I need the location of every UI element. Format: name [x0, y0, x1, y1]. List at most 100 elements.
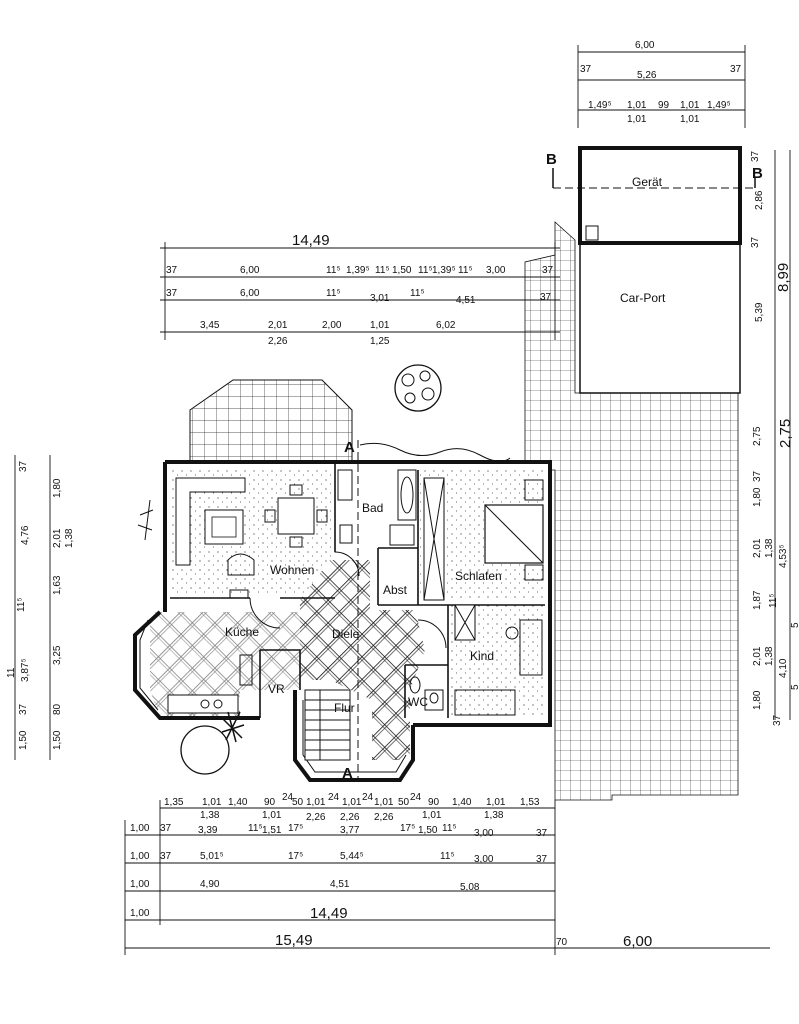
dim-b1m: 24 [410, 792, 422, 803]
dim-right-h7: 1,87 [752, 590, 763, 610]
room-label-kueche: Küche [225, 625, 259, 639]
dim-left-a12: 80 [52, 703, 63, 715]
dim-top-r2b: 6,00 [240, 288, 260, 299]
dim-garage-r1c: 37 [730, 64, 742, 75]
dim-b1b: 1,01 [202, 797, 222, 808]
dim-left-a5: 1,38 [64, 528, 75, 548]
dim-b1f: 50 [292, 797, 304, 808]
dim-b4e: 5,44⁵ [340, 851, 364, 862]
dim-b1i: 1,01 [342, 797, 362, 808]
garage-building [578, 146, 742, 394]
dim-right-g4: 5,39 [754, 302, 765, 322]
dim-b4b: 37 [160, 851, 172, 862]
dim-top-r2g: 37 [540, 292, 552, 303]
dim-b4a: 1,00 [130, 851, 150, 862]
dim-b5c: 4,51 [330, 879, 350, 890]
dim-b3a: 1,00 [130, 823, 150, 834]
dim-b4h: 37 [536, 854, 548, 865]
dim-b2e: 2,26 [374, 812, 394, 823]
dim-left-a3: 4,76 [20, 525, 31, 545]
dim-top-r3a: 3,45 [200, 320, 220, 331]
dim-left-a13: 1,50 [18, 730, 29, 750]
dim-left-a8: 11 [6, 667, 17, 678]
dim-top-r1f: 1,50 [392, 265, 412, 276]
dim-top-r2a: 37 [166, 288, 178, 299]
section-mark-a-top: A [344, 439, 355, 456]
dim-right-h14: 5 [790, 684, 799, 690]
dim-top-r2d: 3,01 [370, 293, 390, 304]
wc-fixtures [409, 676, 444, 711]
dim-b1e: 24 [282, 792, 294, 803]
dim-right-h3: 2,01 [752, 538, 763, 558]
dim-b5d: 5,08 [460, 882, 480, 893]
dim-garage-r1b: 5,26 [637, 70, 657, 81]
room-label-kind: Kind [470, 649, 494, 663]
dim-right-h5: 4,53⁵ [778, 544, 789, 568]
dim-b1k: 1,01 [374, 797, 394, 808]
dim-b3c: 3,39 [198, 825, 218, 836]
dim-b1j: 24 [362, 792, 374, 803]
dim-b1a: 1,35 [164, 797, 184, 808]
dim-right-h12: 37 [772, 714, 783, 726]
dim-b1p: 1,01 [486, 797, 506, 808]
dim-garage-r2c: 99 [658, 100, 670, 111]
dim-b1l: 50 [398, 797, 410, 808]
dim-top-r3e: 6,02 [436, 320, 456, 331]
dim-b7c: 6,00 [623, 933, 652, 950]
dim-top-r1b: 6,00 [240, 265, 260, 276]
dim-b3d: 11⁵ [248, 823, 263, 834]
dim-left-a7: 1,63 [52, 575, 63, 595]
dim-b5a: 1,00 [130, 879, 150, 890]
dim-b3j: 11⁵ [442, 823, 457, 834]
dim-top-r1a: 37 [166, 265, 178, 276]
section-line-b [552, 168, 756, 189]
dim-left-a9: 3,87⁵ [20, 658, 31, 682]
dim-left-a1: 37 [18, 460, 29, 472]
dim-right-h8: 2,01 [752, 646, 763, 666]
room-label-bad: Bad [362, 501, 383, 515]
dim-right-g2: 2,86 [754, 190, 765, 210]
hedge-line [137, 442, 511, 541]
dim-top-r3c: 2,00 [322, 320, 342, 331]
dim-left-a2: 1,80 [52, 478, 63, 498]
dim-top-r3f: 2,26 [268, 336, 288, 347]
dim-garage-r2f: 1,01 [627, 114, 647, 125]
room-label-wc: WC [408, 695, 428, 709]
dim-top-r1c: 11⁵ [326, 265, 341, 276]
dim-garage-r2g: 1,01 [680, 114, 700, 125]
kitchen-counter [167, 654, 253, 714]
dim-top-r3b: 2,01 [268, 320, 288, 331]
living-room-furniture [175, 477, 328, 599]
dim-b6a: 1,00 [130, 908, 150, 919]
dim-left-a10: 3,25 [52, 645, 63, 665]
dim-b5b: 4,90 [200, 879, 220, 890]
dim-top-r3d: 1,01 [370, 320, 390, 331]
room-label-vr: VR [268, 682, 285, 696]
bathroom-fixtures [337, 469, 417, 546]
section-mark-b-left: B [546, 151, 557, 168]
dim-left-a14: 1,50 [52, 730, 63, 750]
terrace-paving [189, 379, 353, 463]
dim-garage-r2b: 1,01 [627, 100, 647, 111]
dim-b3b: 37 [160, 823, 172, 834]
dim-b3h: 17⁵ [400, 823, 415, 834]
dim-right-gap-big: 2,75 [777, 419, 794, 448]
dim-b1q: 1,53 [520, 797, 540, 808]
section-mark-b-right: B [752, 165, 763, 182]
dim-right-gap-small: 2,75 [752, 426, 763, 446]
dim-garage-total: 6,00 [635, 40, 655, 51]
dim-b2f: 1,01 [422, 810, 442, 821]
dim-left-a11: 37 [18, 703, 29, 715]
dim-top-r1k: 37 [542, 265, 554, 276]
dim-b1h: 24 [328, 792, 340, 803]
dim-b1d: 90 [264, 797, 276, 808]
dim-top-r1h: 1,39⁵ [432, 265, 456, 276]
room-label-carport: Car-Port [620, 291, 666, 305]
dim-top-r2f: 4,51 [456, 295, 476, 306]
tree-symbol [394, 364, 442, 412]
dim-b1g: 1,01 [306, 797, 326, 808]
dim-left-a6: 11⁵ [16, 597, 27, 612]
dim-garage-r2a: 1,49⁵ [588, 100, 612, 111]
dim-right-h11: 1,80 [752, 690, 763, 710]
